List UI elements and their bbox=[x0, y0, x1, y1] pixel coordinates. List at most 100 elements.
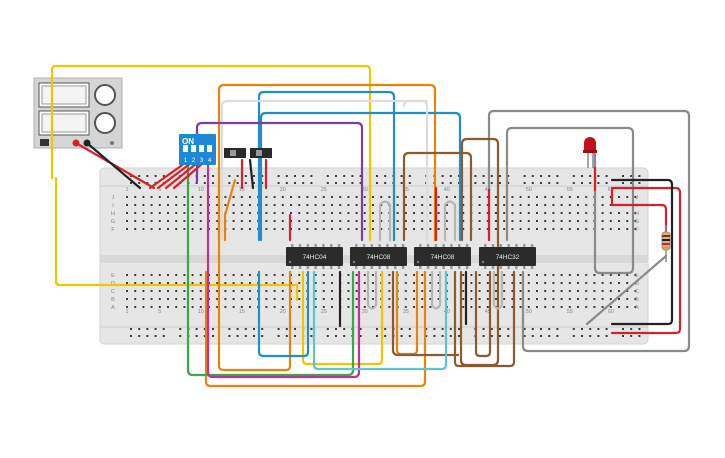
wires bbox=[50, 64, 691, 388]
wire-yellow[interactable] bbox=[50, 64, 372, 242]
wire-orange[interactable] bbox=[204, 270, 427, 388]
row-letter: C bbox=[111, 289, 115, 295]
wire-red[interactable] bbox=[156, 161, 193, 190]
wire-gray[interactable] bbox=[492, 270, 504, 310]
column-number: 45 bbox=[485, 309, 491, 315]
wire-brown[interactable] bbox=[402, 151, 473, 242]
wire-red[interactable] bbox=[164, 161, 199, 190]
chip-label: 74HC04 bbox=[303, 254, 327, 261]
wire-green[interactable] bbox=[186, 161, 355, 377]
wire-black[interactable] bbox=[85, 141, 142, 190]
wire-blue[interactable] bbox=[257, 270, 310, 358]
wire-red[interactable] bbox=[172, 161, 205, 190]
wire-orange[interactable] bbox=[217, 83, 437, 242]
column-number: 35 bbox=[403, 187, 409, 193]
row-letter: E bbox=[111, 273, 115, 279]
column-number: 45 bbox=[485, 187, 491, 193]
wire-blue[interactable] bbox=[259, 111, 462, 242]
wire-gray[interactable] bbox=[430, 270, 442, 310]
column-number: 1 bbox=[125, 187, 128, 193]
dip-switch-number: 4 bbox=[208, 158, 212, 164]
wire-gray[interactable] bbox=[487, 109, 691, 353]
wire-red[interactable] bbox=[148, 161, 187, 190]
dip-switch-toggle[interactable] bbox=[207, 145, 212, 152]
wire-red[interactable] bbox=[610, 186, 682, 335]
slide-switch[interactable] bbox=[250, 148, 272, 158]
ic-chip[interactable]: 74HC08 bbox=[414, 244, 471, 269]
row-letter: A bbox=[111, 305, 115, 311]
slide-switch[interactable] bbox=[224, 148, 246, 158]
red-led-icon[interactable] bbox=[583, 137, 597, 168]
wire-orange[interactable] bbox=[223, 178, 237, 242]
wire-black[interactable] bbox=[248, 158, 255, 190]
row-letter: H bbox=[635, 211, 639, 217]
bench-power-supply-icon[interactable] bbox=[33, 77, 123, 149]
wire-brown[interactable] bbox=[474, 270, 492, 358]
wire-yellow[interactable] bbox=[301, 270, 384, 366]
wire-blue[interactable] bbox=[257, 90, 396, 242]
row-letter: D bbox=[635, 281, 639, 287]
dip-switch-toggle[interactable] bbox=[183, 145, 188, 152]
wire-red[interactable] bbox=[610, 188, 668, 234]
column-number: 50 bbox=[526, 309, 532, 315]
column-number: 10 bbox=[198, 187, 204, 193]
wire-gray[interactable] bbox=[378, 200, 392, 242]
column-number: 25 bbox=[321, 187, 327, 193]
ic-chip[interactable]: 74HC32 bbox=[479, 244, 536, 269]
chip-label: 74HC08 bbox=[367, 254, 391, 261]
row-letter: J bbox=[636, 195, 639, 201]
chip-label: 74HC32 bbox=[496, 254, 520, 261]
column-number: 30 bbox=[362, 187, 368, 193]
wire-cyan[interactable] bbox=[312, 270, 448, 371]
column-number: 1 bbox=[125, 309, 128, 315]
chip-label: 74HC08 bbox=[431, 254, 455, 261]
row-letter: G bbox=[635, 219, 639, 225]
column-number: 5 bbox=[158, 187, 161, 193]
row-letter: E bbox=[635, 273, 639, 279]
ic-chip[interactable]: 74HC04 bbox=[286, 244, 343, 269]
row-letter: B bbox=[111, 297, 115, 303]
column-numbers: 1155101015152020252530303535404045455050… bbox=[125, 187, 613, 315]
column-number: 40 bbox=[444, 187, 450, 193]
dip-switch-number: 3 bbox=[200, 158, 204, 164]
row-letter: C bbox=[635, 289, 639, 295]
wire-gray[interactable] bbox=[585, 254, 668, 326]
dip-switch-toggle[interactable] bbox=[199, 145, 204, 152]
dip-on-label: ON bbox=[182, 137, 194, 146]
column-number: 15 bbox=[239, 309, 245, 315]
wire-black[interactable] bbox=[610, 178, 674, 326]
row-letter: A bbox=[635, 305, 639, 311]
wire-brown[interactable] bbox=[453, 270, 516, 368]
row-letter: G bbox=[111, 219, 115, 225]
dip-switch-number: 2 bbox=[192, 158, 196, 164]
row-letter: B bbox=[635, 297, 639, 303]
column-number: 15 bbox=[239, 187, 245, 193]
wire-yellow[interactable] bbox=[54, 176, 299, 302]
column-number: 35 bbox=[403, 309, 409, 315]
wire-white[interactable] bbox=[402, 99, 429, 108]
wire-brown[interactable] bbox=[391, 270, 460, 357]
row-letter: H bbox=[111, 211, 115, 217]
dip-switch-toggle[interactable] bbox=[191, 145, 196, 152]
wire-magenta[interactable] bbox=[206, 161, 361, 379]
wire-purple[interactable] bbox=[195, 121, 364, 242]
wire-orange[interactable] bbox=[217, 180, 292, 372]
column-number: 55 bbox=[567, 309, 573, 315]
column-number: 50 bbox=[526, 187, 532, 193]
wire-gray[interactable] bbox=[443, 200, 457, 242]
wire-gray[interactable] bbox=[366, 270, 378, 310]
ic-chip[interactable]: 74HC08 bbox=[350, 244, 407, 269]
column-number: 20 bbox=[280, 187, 286, 193]
row-letter: F bbox=[635, 227, 639, 233]
row-letter: F bbox=[111, 227, 115, 233]
resistor-icon[interactable] bbox=[661, 225, 671, 262]
row-letter: J bbox=[112, 195, 115, 201]
column-number: 60 bbox=[608, 187, 614, 193]
wire-white[interactable] bbox=[220, 99, 429, 242]
wire-gray[interactable] bbox=[505, 126, 635, 275]
row-letter: I bbox=[112, 203, 114, 209]
column-number: 10 bbox=[198, 309, 204, 315]
